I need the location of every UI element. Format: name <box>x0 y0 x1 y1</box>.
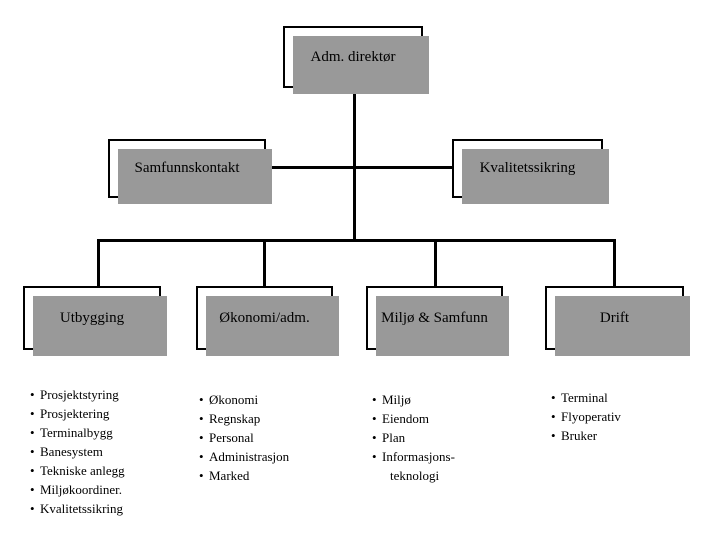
bullet-icon: • <box>199 392 204 407</box>
list-item-label: Banesystem <box>40 444 103 459</box>
list-okonomi-functions: • Økonomi • Regnskap • Personal • Administra… <box>199 390 289 485</box>
node-okonomi-adm[interactable]: Økonomi/adm. <box>196 286 339 356</box>
bullet-icon: • <box>30 406 35 421</box>
list-item: • Personal <box>199 428 289 447</box>
node-label: Samfunnskontakt <box>134 160 240 177</box>
list-item-label: Regnskap <box>209 411 261 426</box>
list-item: • Eiendom <box>372 409 455 428</box>
node-shadow <box>118 149 272 204</box>
node-shadow <box>33 296 167 356</box>
list-item: • Tekniske anlegg <box>30 461 125 480</box>
node-label: Adm. direktør <box>310 48 396 65</box>
list-item-label: Administrasjon <box>209 449 290 464</box>
connector-drop-drift <box>613 239 616 286</box>
list-item-label: Tekniske anlegg <box>40 463 125 478</box>
list-item-label: Prosjektering <box>40 406 110 421</box>
bullet-icon: • <box>199 430 204 445</box>
list-miljo-functions: • Miljø • Eiendom • Plan • Informasjons- tek… <box>372 390 455 485</box>
bullet-icon: • <box>199 449 204 464</box>
list-item: • Marked <box>199 466 289 485</box>
list-item-label: Miljø <box>382 392 411 407</box>
node-label: Utbygging <box>59 309 125 326</box>
list-item: • Flyoperativ <box>551 407 621 426</box>
bullet-icon: • <box>372 430 377 445</box>
list-item-label: Flyoperativ <box>561 409 621 424</box>
bullet-icon: • <box>199 411 204 426</box>
node-adm-direktor[interactable]: Adm. direktør <box>283 26 429 94</box>
list-utbygging-functions: • Prosjektstyring • Prosjektering • Termina… <box>30 385 125 518</box>
list-item-label: Plan <box>382 430 406 445</box>
list-item: • Regnskap <box>199 409 289 428</box>
list-item: • Miljøkoordiner. <box>30 480 125 499</box>
connector-trunk-vertical <box>353 88 356 242</box>
list-item: • Kvalitetssikring <box>30 499 125 518</box>
list-item: • Banesystem <box>30 442 125 461</box>
node-label: Miljø & Samfunn <box>381 309 488 326</box>
connector-drop-utbygging <box>97 239 100 286</box>
bullet-icon: • <box>30 463 35 478</box>
bullet-icon: • <box>372 392 377 407</box>
list-item-label: Kvalitetssikring <box>40 501 124 516</box>
node-label: Økonomi/adm. <box>219 309 310 326</box>
bullet-icon: • <box>372 411 377 426</box>
bullet-icon: • <box>30 501 35 516</box>
bullet-icon: • <box>30 482 35 497</box>
node-label: Kvalitetssikring <box>479 160 576 177</box>
list-drift-functions: • Terminal • Flyoperativ • Bruker <box>551 388 621 445</box>
list-item-label: Terminal <box>561 390 608 405</box>
list-item: • Prosjektstyring <box>30 385 125 404</box>
node-shadow <box>462 149 609 204</box>
list-item-label: Bruker <box>561 428 598 443</box>
bullet-icon: • <box>551 428 556 443</box>
bullet-icon: • <box>551 390 556 405</box>
node-drift[interactable]: Drift <box>545 286 690 356</box>
list-item-label: Personal <box>209 430 254 445</box>
list-item-label: Terminalbygg <box>40 425 113 440</box>
connector-division-bar <box>97 239 616 242</box>
bullet-icon: • <box>30 444 35 459</box>
list-item: • Plan <box>372 428 455 447</box>
node-shadow <box>293 36 429 94</box>
connector-staff-horizontal <box>266 166 453 169</box>
node-kvalitetssikring[interactable]: Kvalitetssikring <box>452 139 609 204</box>
list-item: • Administrasjon <box>199 447 289 466</box>
connector-drop-okonomi <box>263 239 266 286</box>
node-miljo-samfunn[interactable]: Miljø & Samfunn <box>366 286 509 356</box>
list-item-label: Informasjons- <box>382 449 455 464</box>
node-shadow <box>206 296 339 356</box>
list-item-label-continuation: teknologi <box>390 468 440 483</box>
list-item: • Informasjons- teknologi <box>372 447 455 485</box>
bullet-icon: • <box>372 449 377 464</box>
bullet-icon: • <box>30 425 35 440</box>
bullet-icon: • <box>199 468 204 483</box>
list-item: • Miljø <box>372 390 455 409</box>
list-item: • Terminalbygg <box>30 423 125 442</box>
bullet-icon: • <box>551 409 556 424</box>
list-item-label: Miljøkoordiner. <box>40 482 122 497</box>
connector-drop-miljo <box>434 239 437 286</box>
list-item: • Terminal <box>551 388 621 407</box>
node-shadow <box>376 296 509 356</box>
list-item: • Prosjektering <box>30 404 125 423</box>
list-item: • Økonomi <box>199 390 289 409</box>
list-item-label: Økonomi <box>209 392 259 407</box>
list-item-label: Prosjektstyring <box>40 387 119 402</box>
node-label: Drift <box>599 309 630 326</box>
bullet-icon: • <box>30 387 35 402</box>
list-item-label: Eiendom <box>382 411 429 426</box>
list-item-label: Marked <box>209 468 250 483</box>
node-samfunnskontakt[interactable]: Samfunnskontakt <box>108 139 272 204</box>
list-item: • Bruker <box>551 426 621 445</box>
node-utbygging[interactable]: Utbygging <box>23 286 167 356</box>
node-shadow <box>555 296 690 356</box>
